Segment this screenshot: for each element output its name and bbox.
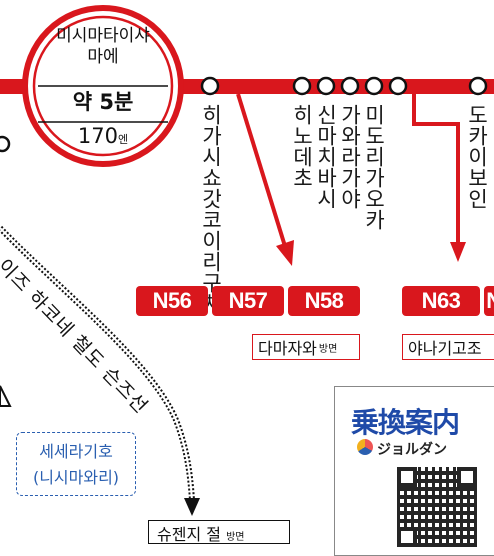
stop-marker (0, 135, 11, 153)
stop-marker (364, 76, 384, 96)
branch-arrow-damazawa (276, 240, 294, 266)
stop-label-kawaragaya: 가와라가야 (338, 104, 362, 209)
railway-arrow (184, 498, 200, 516)
route-badge-n63: N63 (402, 286, 480, 316)
stop-label-tokai: 도카이보인 (465, 104, 489, 209)
branch-line-yanagi (412, 94, 460, 254)
current-stop-name-line2: 마에 (87, 47, 119, 67)
stop-label-hinodecho: 히노데초 (290, 104, 314, 188)
ad-title: 乗換案内 (351, 406, 460, 439)
destination-name: 야나기고조 (408, 339, 482, 358)
destination-suffix: 방면 (318, 343, 338, 355)
qr-corner (457, 467, 477, 487)
qr-corner (397, 527, 417, 547)
destination-name: 슈젠지 절 (157, 525, 221, 544)
route-badge-n56: N56 (136, 286, 208, 316)
triangle-marker (0, 385, 12, 407)
fare-amount: 170 (77, 124, 118, 148)
station-sub: (니시마와리) (32, 468, 120, 487)
route-map (0, 5, 494, 516)
qr-code-icon[interactable] (397, 467, 477, 547)
travel-time: 약 5분 (72, 90, 134, 114)
stop-marker (388, 76, 408, 96)
station-label: 세세라기호 (니시마와리) (16, 432, 136, 496)
station-name: 세세라기호 (39, 442, 113, 461)
branch-line-damazawa (236, 93, 290, 257)
stop-marker (468, 76, 488, 96)
destination-name: 다마자와 (258, 339, 317, 358)
current-stop-name: 미시마타이샤 마에 (36, 26, 170, 68)
current-stop-name-line1: 미시마타이샤 (56, 26, 150, 46)
route-badge-n58: N58 (288, 286, 360, 316)
destination-suffix: 방면 (226, 532, 245, 543)
destination-shuzenji: 슈젠지 절 방면 (148, 520, 290, 544)
stop-label-midorigaoka: 미도리가오카 (362, 104, 386, 230)
railway-line-core (0, 227, 193, 501)
ad-panel[interactable]: 乗換案内 ジョルダン (334, 386, 494, 556)
route-badge-partial: N (484, 286, 494, 316)
stop-marker (292, 76, 312, 96)
fare: 170엔 (36, 124, 170, 148)
stop-label-higashi: 히가시쇼갓코이리구치 (199, 104, 223, 314)
stop-marker (200, 76, 220, 96)
route-badge-n57: N57 (212, 286, 284, 316)
fare-unit: 엔 (117, 133, 129, 146)
stop-marker (316, 76, 336, 96)
stop-label-shinmachibashi: 신마치바시 (314, 104, 338, 209)
destination-yanagi: 야나기고조 (402, 334, 494, 360)
qr-corner (397, 467, 417, 487)
jorudan-logo-icon (357, 439, 373, 455)
ad-subtitle: ジョルダン (377, 442, 447, 458)
stop-marker (340, 76, 360, 96)
branch-arrow-yanagi (450, 242, 466, 262)
